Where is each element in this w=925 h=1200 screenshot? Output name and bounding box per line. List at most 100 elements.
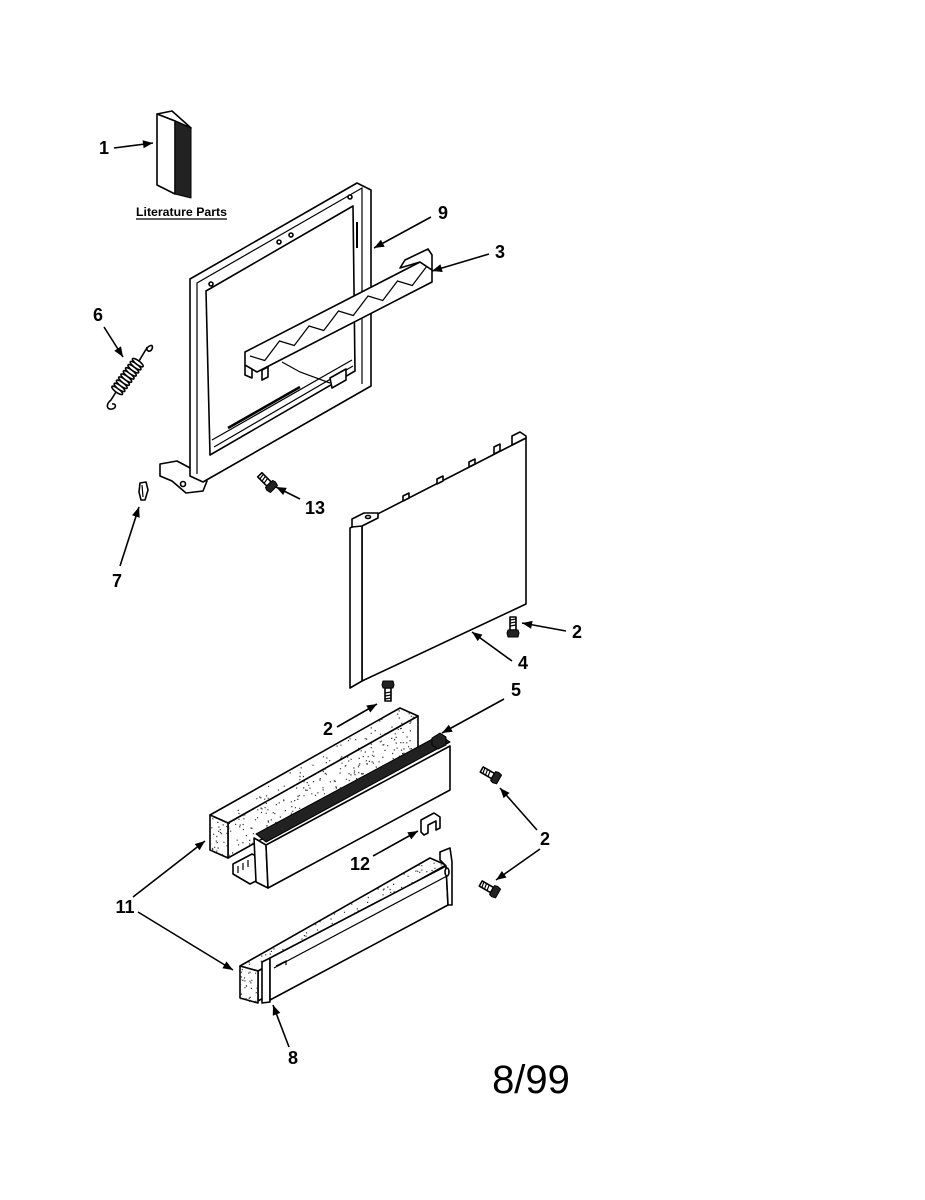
screw-2-panel xyxy=(506,616,520,638)
kick-top-lip xyxy=(255,734,451,843)
spring-hook-top xyxy=(138,344,154,362)
frame-hinge-bracket xyxy=(159,460,208,494)
frame-hole xyxy=(208,281,214,287)
kick-clip xyxy=(420,812,441,836)
arrowhead xyxy=(114,346,123,357)
panel-tab xyxy=(402,492,410,502)
screw-thread xyxy=(384,691,392,700)
clip-body xyxy=(420,812,441,836)
frame-bottom-rail xyxy=(211,359,353,441)
callout-9: 9 xyxy=(373,203,448,249)
frame-bottom-bar xyxy=(227,385,301,430)
callout-4: 4 xyxy=(471,631,528,673)
arrowhead xyxy=(272,1005,281,1016)
panel-tab xyxy=(493,443,501,455)
foam-end xyxy=(239,965,259,1004)
bracket-slots xyxy=(237,860,249,873)
panel-corner-flange xyxy=(511,431,527,446)
frame-edge-line xyxy=(196,186,363,474)
spring-coil xyxy=(111,357,144,396)
callout-label: 2 xyxy=(323,719,333,739)
screw-13 xyxy=(256,471,278,493)
clip-fold xyxy=(141,484,144,498)
foam-texture xyxy=(240,968,258,1002)
callout-label: 3 xyxy=(495,242,505,262)
door-frame xyxy=(159,182,372,494)
arrowhead xyxy=(142,140,153,149)
booklet-cover xyxy=(156,113,176,195)
frame-wire xyxy=(281,361,331,384)
arrowhead xyxy=(407,831,418,840)
arrowhead xyxy=(366,704,377,713)
door-spring xyxy=(106,344,154,410)
callout-label: 2 xyxy=(572,622,582,642)
screw-head xyxy=(264,479,278,493)
screw-thread xyxy=(482,767,491,777)
callout-label: 7 xyxy=(112,571,122,591)
foam-end xyxy=(209,814,229,859)
rack-bar xyxy=(244,248,433,381)
frame-hole xyxy=(276,239,282,245)
clip-body xyxy=(138,481,149,501)
foam-texture xyxy=(228,719,419,857)
callout-label: 13 xyxy=(305,498,325,518)
arrowhead xyxy=(374,239,385,248)
callout-2-right: 2 xyxy=(495,787,550,881)
callout-label: 11 xyxy=(115,897,134,917)
door-panel xyxy=(349,431,527,689)
screw-head xyxy=(381,680,395,689)
toe-kick-lower xyxy=(261,847,453,1004)
kick-bracket-5 xyxy=(431,732,447,750)
frame-hole xyxy=(347,194,353,200)
arrowhead xyxy=(496,871,507,880)
screw-thread xyxy=(259,473,269,484)
arrowhead xyxy=(500,788,510,799)
leader-line xyxy=(441,698,505,734)
callout-label: 4 xyxy=(518,653,528,673)
callout-2-panel: 2 xyxy=(521,620,582,642)
callout-3: 3 xyxy=(431,242,505,272)
foam-texture xyxy=(210,815,229,858)
screw-2-kick-lower xyxy=(478,880,502,899)
bracket-hole xyxy=(179,480,187,488)
panel-side xyxy=(349,521,363,689)
kick-end-hole xyxy=(444,867,450,877)
panel-tab xyxy=(436,475,444,485)
callout-label: 1 xyxy=(99,138,109,158)
callout-label: 8 xyxy=(288,1048,298,1068)
leader-line xyxy=(373,216,432,249)
panel-tab xyxy=(468,458,476,468)
callout-1: 1 xyxy=(99,138,154,158)
arrowhead xyxy=(432,264,443,272)
toe-kick-upper xyxy=(232,732,451,889)
kick-left-flange xyxy=(261,957,271,1004)
leader-line xyxy=(132,840,206,898)
screw-head xyxy=(489,885,502,899)
rack-truss xyxy=(249,265,428,362)
kick-fold-line xyxy=(273,875,448,969)
screw-2-kick-upper xyxy=(479,766,503,785)
panel-bracket xyxy=(351,512,379,528)
spring-coil-turn xyxy=(131,357,144,368)
callout-label: 5 xyxy=(511,680,521,700)
panel-bracket-hole xyxy=(364,514,372,520)
screw-head xyxy=(490,771,503,785)
callout-label: 12 xyxy=(350,854,370,874)
hinge-clip xyxy=(138,481,149,501)
callout-2-left: 2 xyxy=(323,703,378,739)
callout-5: 5 xyxy=(441,680,521,734)
frame-opening xyxy=(205,205,356,456)
arrowhead xyxy=(132,507,140,518)
kick-slot xyxy=(275,960,287,967)
screw-thread xyxy=(481,881,490,891)
arrowhead xyxy=(442,724,453,733)
screw-thread xyxy=(509,618,517,627)
screw-head xyxy=(506,629,520,638)
rack-end-block xyxy=(399,248,433,271)
arrowhead xyxy=(222,961,233,970)
kick-end-flange xyxy=(439,847,453,906)
arrowhead xyxy=(276,487,287,495)
spring-hook-bottom xyxy=(106,391,117,410)
callout-label: 6 xyxy=(93,305,103,325)
